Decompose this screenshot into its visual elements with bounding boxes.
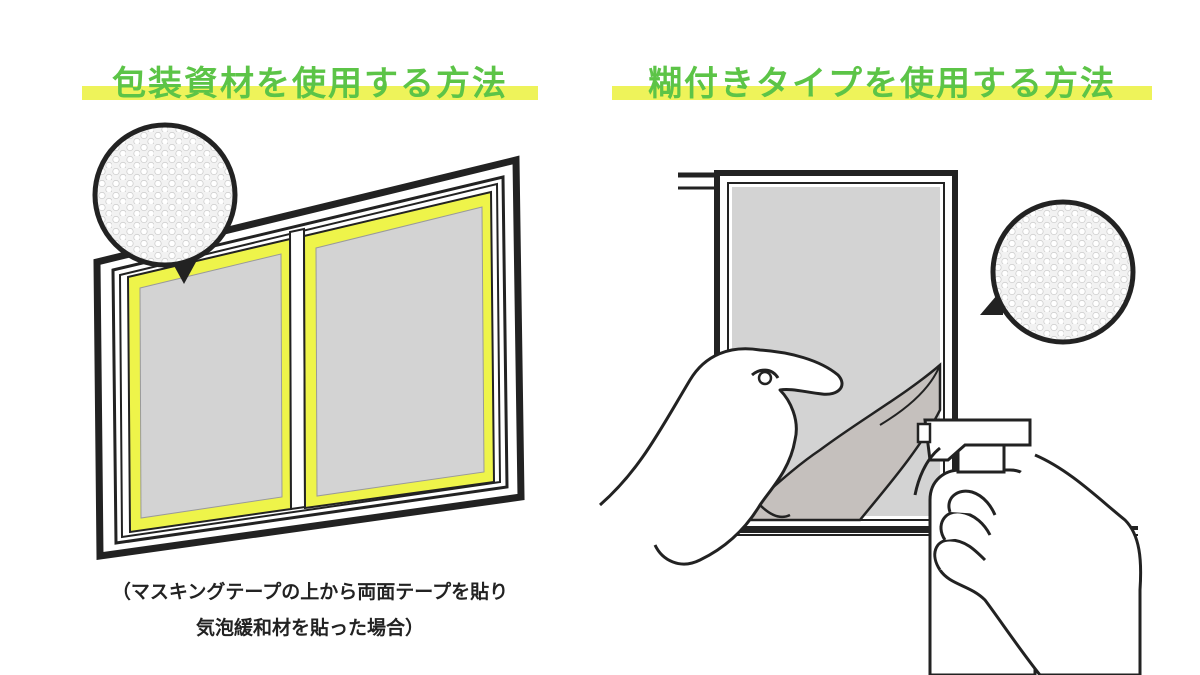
heading-left: 包装資材を使用する方法 [82,52,538,108]
caption-line-2: 気泡緩和材を貼った場合） [195,617,424,639]
left-pane-glass [139,253,283,519]
left-caption: （マスキングテープの上から両面テープを貼り 気泡緩和材を貼った場合） [40,574,580,646]
caption-line-1: （マスキングテープの上から両面テープを貼り [111,581,509,603]
hand-peeling-icon [599,347,844,566]
right-pane-glass [315,206,485,497]
bubble-wrap-zoom-icon [92,122,238,284]
heading-left-highlight [82,86,538,100]
left-window [93,155,525,561]
heading-right-highlight [612,86,1152,100]
window-center-mullion [288,227,307,511]
heading-right: 糊付きタイプを使用する方法 [612,52,1152,108]
spray-bottle-icon [913,418,1143,675]
heading-right-text: 糊付きタイプを使用する方法 [648,64,1116,104]
bubble-wrap-zoom-icon-right [980,199,1136,345]
heading-left-text: 包装資材を使用する方法 [112,64,508,104]
